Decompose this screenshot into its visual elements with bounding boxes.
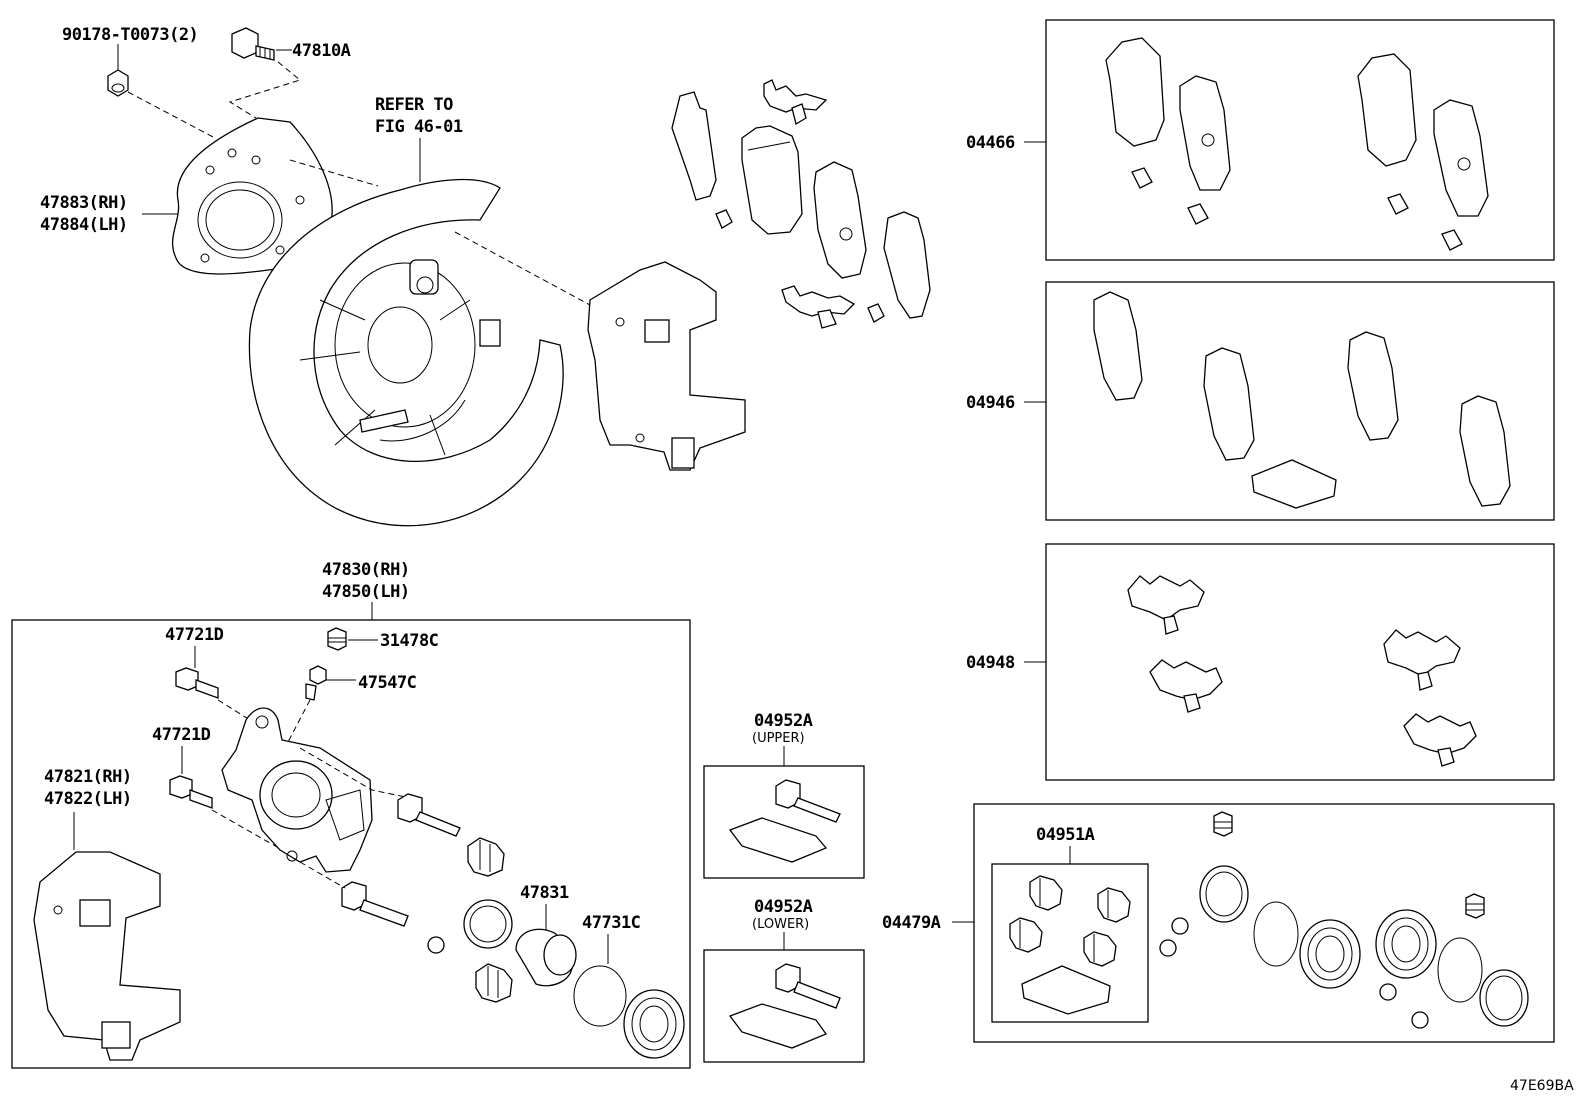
label-47830[interactable]: 47830(RH) [322, 560, 410, 580]
clip-top-1[interactable] [715, 209, 733, 229]
diagram-code: 47E69BA [1510, 1078, 1574, 1094]
box-04946 [1045, 281, 1555, 521]
box-04951a [991, 863, 1149, 1023]
brake-pad-top-2[interactable] [813, 161, 867, 279]
label-refer-fig[interactable]: FIG 46-01 [375, 117, 463, 137]
pad-shim-top-2[interactable] [883, 211, 931, 319]
label-04948[interactable]: 04948 [966, 653, 1015, 673]
box-04952a-upper [703, 765, 865, 879]
brake-pad-top-1[interactable] [741, 125, 803, 235]
label-refer-to[interactable]: REFER TO [375, 95, 454, 115]
clip-top-2[interactable] [867, 303, 885, 323]
box-04952a-lower [703, 949, 865, 1063]
pin-kit-lower[interactable] [728, 963, 841, 1049]
label-47822[interactable]: 47822(LH) [44, 789, 132, 809]
piston-boot-kit-2[interactable] [1375, 909, 1437, 979]
oring-2[interactable] [1437, 937, 1483, 1003]
box-04479a [973, 803, 1555, 1043]
bleeder-screw-47547c[interactable] [305, 665, 327, 701]
boot-04951a-3[interactable] [1009, 917, 1043, 953]
grease-04946[interactable] [1251, 459, 1337, 509]
grease-04951a[interactable] [1021, 965, 1111, 1015]
caliper-body[interactable] [221, 707, 373, 873]
dust-shield[interactable] [248, 178, 564, 527]
clip-04466-2[interactable] [1187, 203, 1209, 225]
bolt-47721d-bottom[interactable] [169, 775, 213, 809]
box-04948 [1045, 543, 1555, 781]
bleeder-cap-31478c[interactable] [327, 627, 347, 651]
label-47831[interactable]: 47831 [520, 883, 569, 903]
shim-04946-3[interactable] [1347, 331, 1399, 441]
clip-04948-3[interactable] [1149, 659, 1223, 713]
shim-04946-1[interactable] [1093, 291, 1143, 401]
label-31478c[interactable]: 31478C [380, 631, 439, 651]
shim-04946-4[interactable] [1459, 395, 1511, 507]
boot-04951a-1[interactable] [1029, 875, 1063, 911]
clip-04466-4[interactable] [1441, 229, 1463, 251]
caliper-bracket-47821[interactable] [33, 851, 181, 1061]
label-47810a[interactable]: 47810A [292, 41, 351, 61]
label-90178[interactable]: 90178-T0073(2) [62, 25, 199, 45]
small-bushing-1[interactable] [1171, 917, 1189, 935]
label-upper[interactable]: (UPPER) [752, 731, 805, 746]
boot-04951a-2[interactable] [1097, 887, 1131, 923]
shim-04466-2[interactable] [1433, 99, 1489, 217]
label-47821[interactable]: 47821(RH) [44, 767, 132, 787]
seal-ring-2[interactable] [1479, 969, 1529, 1027]
label-04946[interactable]: 04946 [966, 393, 1015, 413]
label-47721d-bottom[interactable]: 47721D [152, 725, 211, 745]
clip-04466-3[interactable] [1387, 193, 1409, 215]
small-bushing-3[interactable] [1379, 983, 1397, 1001]
boot-upper[interactable] [467, 837, 505, 877]
pad-shim-top-1[interactable] [671, 91, 717, 201]
slide-pin-upper[interactable] [397, 793, 461, 837]
piston-47831[interactable] [515, 928, 577, 987]
oring-47731c[interactable] [573, 965, 627, 1027]
label-47883[interactable]: 47883(RH) [40, 193, 128, 213]
oring-1[interactable] [1253, 901, 1299, 967]
label-47731c[interactable]: 47731C [582, 913, 641, 933]
cap-04479a-2[interactable] [1465, 893, 1485, 919]
label-47884[interactable]: 47884(LH) [40, 215, 128, 235]
boot-04951a-4[interactable] [1083, 931, 1117, 967]
label-47547c[interactable]: 47547C [358, 673, 417, 693]
small-bushing-2[interactable] [1159, 939, 1177, 957]
label-47850[interactable]: 47850(LH) [322, 582, 410, 602]
bolt-47810a[interactable] [231, 27, 275, 61]
bolt-47721d-top[interactable] [175, 667, 219, 699]
shim-04946-2[interactable] [1203, 347, 1255, 461]
backing-plate-47883[interactable] [172, 117, 333, 275]
label-04466[interactable]: 04466 [966, 133, 1015, 153]
pad-04466-2[interactable] [1357, 53, 1417, 167]
piston-seal[interactable] [463, 899, 513, 949]
label-47721d-top[interactable]: 47721D [165, 625, 224, 645]
pad-04466-1[interactable] [1105, 37, 1165, 147]
label-04951a[interactable]: 04951A [1036, 825, 1095, 845]
clip-04466-1[interactable] [1131, 167, 1153, 189]
pad-clip-top-1[interactable] [763, 79, 828, 126]
box-04466 [1045, 19, 1555, 261]
clip-04948-4[interactable] [1403, 713, 1477, 767]
pad-clip-top-2[interactable] [781, 285, 856, 329]
bushing[interactable] [427, 936, 445, 954]
small-bushing-4[interactable] [1411, 1011, 1429, 1029]
label-04952a-lower[interactable]: 04952A [754, 897, 813, 917]
label-lower[interactable]: (LOWER) [752, 917, 809, 932]
clip-04948-2[interactable] [1383, 629, 1461, 691]
shim-04466-1[interactable] [1179, 75, 1231, 191]
clip-04948-1[interactable] [1127, 575, 1205, 635]
seal-ring-1[interactable] [1199, 865, 1249, 923]
slide-pin-lower[interactable] [341, 881, 409, 927]
boot-lower[interactable] [475, 963, 513, 1003]
pin-kit-upper[interactable] [728, 779, 841, 863]
piston-boot[interactable] [623, 989, 685, 1059]
label-04952a-upper[interactable]: 04952A [754, 711, 813, 731]
piston-boot-kit-1[interactable] [1299, 919, 1361, 989]
cap-04479a-1[interactable] [1213, 811, 1233, 837]
label-04479a[interactable]: 04479A [882, 913, 941, 933]
caliper-mount-bracket[interactable] [587, 261, 746, 471]
nut-90178[interactable] [107, 69, 129, 97]
caliper-assembly-box [11, 619, 691, 1069]
